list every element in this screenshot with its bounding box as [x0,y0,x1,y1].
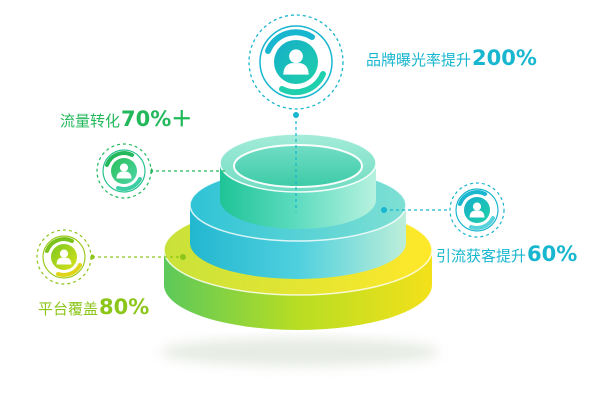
connector-right [381,207,452,213]
ground-shadow [160,338,440,366]
callout-text: 平台覆盖 [38,300,99,318]
callout-label-right: 引流获客提升 60% [436,242,577,266]
connector-top [293,112,299,212]
callout-text: 流量转化 [60,112,121,130]
callout-label-bottom: 平台覆盖 80% [38,295,149,319]
callout-label-top: 品牌曝光率提升 200% [366,46,537,70]
user-icon [248,14,344,110]
user-icon [36,229,92,285]
user-icon [449,182,505,238]
connector-left [147,168,226,174]
callout-label-left: 流量转化 70%＋ [60,103,192,133]
tier-top [219,133,377,229]
callout-text: 引流获客提升 [436,247,527,265]
callout-text: 品牌曝光率提升 [366,51,472,69]
callout-value: 200% [472,46,537,70]
callout-value: 60% [527,242,578,266]
callout-value: 80% [99,295,150,319]
user-icon [96,143,152,199]
callout-value: 70%＋ [121,107,193,131]
